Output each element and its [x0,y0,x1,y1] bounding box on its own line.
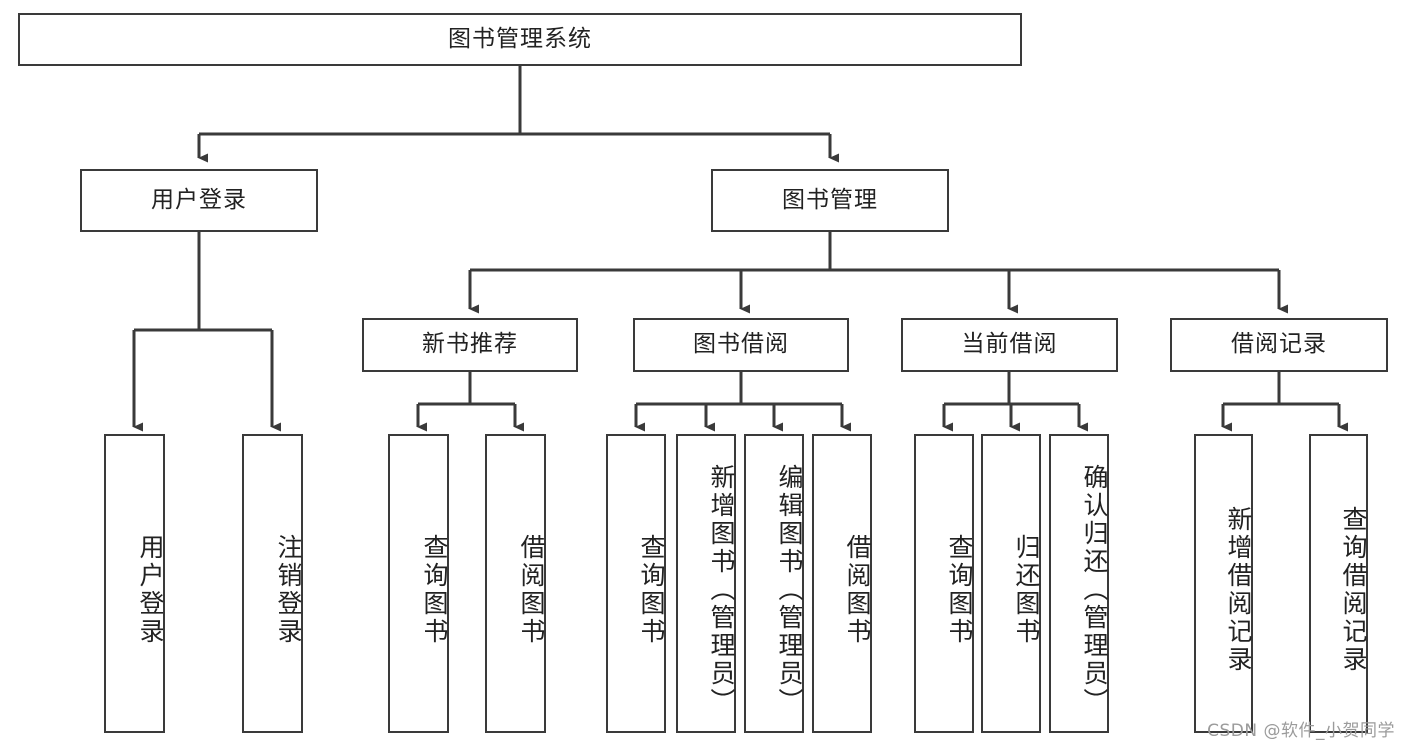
leaf-edit-book-admin[interactable]: 编辑图书（管理员） [744,434,804,733]
leaf-label: 借阅图书 [517,533,546,646]
leaf-borrow-book[interactable]: 借阅图书 [812,434,872,733]
node-current-borrow[interactable]: 当前借阅 [901,318,1118,372]
leaf-label: 查询图书 [420,533,449,646]
leaf-label: 确认归还（管理员） [1080,463,1109,716]
leaf-label: 借阅图书 [843,533,872,646]
leaf-return-book[interactable]: 归还图书 [981,434,1041,733]
node-book-borrow[interactable]: 图书借阅 [633,318,849,372]
leaf-label: 编辑图书（管理员） [775,463,804,716]
leaf-label: 用户登录 [136,533,165,646]
leaf-logout[interactable]: 注销登录 [242,434,303,733]
leaf-label: 查询图书 [637,533,666,646]
node-root-system[interactable]: 图书管理系统 [18,13,1022,66]
leaf-query-book-borrow[interactable]: 查询图书 [606,434,666,733]
leaf-label: 注销登录 [274,533,303,646]
leaf-confirm-return-admin[interactable]: 确认归还（管理员） [1049,434,1109,733]
node-book-management[interactable]: 图书管理 [711,169,949,232]
leaf-query-book-newbook[interactable]: 查询图书 [388,434,449,733]
node-new-book-recommend[interactable]: 新书推荐 [362,318,578,372]
leaf-label: 新增图书（管理员） [707,463,736,716]
leaf-borrow-book-newbook[interactable]: 借阅图书 [485,434,546,733]
leaf-label: 查询图书 [945,533,974,646]
node-borrow-record[interactable]: 借阅记录 [1170,318,1388,372]
leaf-label: 新增借阅记录 [1224,505,1253,674]
leaf-user-login[interactable]: 用户登录 [104,434,165,733]
leaf-add-book-admin[interactable]: 新增图书（管理员） [676,434,736,733]
node-user-login[interactable]: 用户登录 [80,169,318,232]
leaf-label: 查询借阅记录 [1339,505,1368,674]
leaf-query-book-current[interactable]: 查询图书 [914,434,974,733]
leaf-add-borrow-record[interactable]: 新增借阅记录 [1194,434,1253,733]
csdn-watermark: CSDN @软件_小贺同学 [1207,721,1395,741]
leaf-query-borrow-record[interactable]: 查询借阅记录 [1309,434,1368,733]
leaf-label: 归还图书 [1012,533,1041,646]
